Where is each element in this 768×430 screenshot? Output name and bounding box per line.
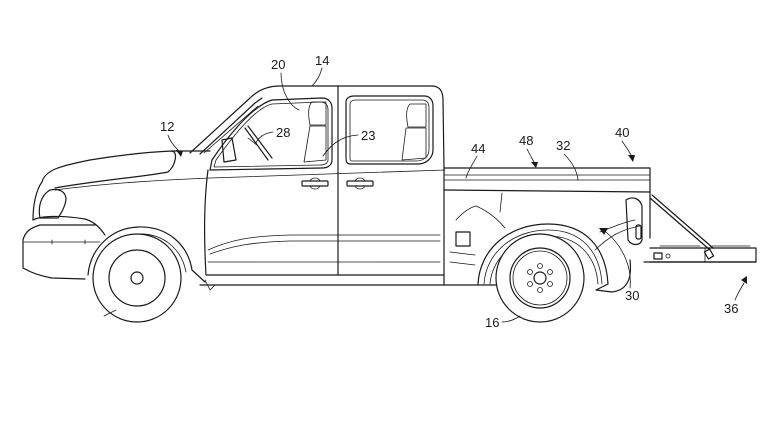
tailgate-strut xyxy=(649,197,711,251)
label-14: 14 xyxy=(315,53,329,68)
beltline xyxy=(54,169,446,191)
headlight xyxy=(38,188,67,219)
front-wheel-arch xyxy=(87,226,206,283)
reference-labels: 14 20 12 28 23 44 48 32 40 30 36 16 xyxy=(160,53,747,330)
front-door-window xyxy=(209,97,333,171)
tail-light xyxy=(625,197,643,246)
front-door xyxy=(204,169,445,276)
label-28: 28 xyxy=(276,125,290,140)
bed-side-panel xyxy=(455,205,506,229)
label-23: 23 xyxy=(361,128,375,143)
truck-body xyxy=(22,85,757,323)
hood xyxy=(41,150,177,189)
rear-wheel-arch xyxy=(477,223,609,285)
front-wheel xyxy=(92,233,182,323)
rear-seat-headrest xyxy=(406,103,427,128)
front-door-handle xyxy=(301,177,329,190)
label-20: 20 xyxy=(271,57,285,72)
rear-door-handle xyxy=(346,177,374,190)
label-44: 44 xyxy=(471,141,485,156)
rear-wheel xyxy=(495,233,585,323)
label-48: 48 xyxy=(519,133,533,148)
cab-roof-line xyxy=(189,85,445,169)
label-36: 36 xyxy=(724,301,738,316)
trailer-hitch xyxy=(653,252,663,260)
label-16: 16 xyxy=(485,315,499,330)
steering-wheel xyxy=(247,125,273,159)
front-seat-headrest xyxy=(308,101,327,126)
front-bumper xyxy=(22,239,86,280)
label-30: 30 xyxy=(625,288,639,303)
body-character-line xyxy=(207,234,441,251)
label-32: 32 xyxy=(556,138,570,153)
lug-nuts xyxy=(527,263,553,293)
fuel-door xyxy=(455,231,471,247)
bed-top-rail xyxy=(443,167,651,239)
bed-side-rail xyxy=(443,189,651,193)
rear-door-window xyxy=(345,95,434,165)
front-bumper-top xyxy=(32,215,106,236)
label-12: 12 xyxy=(160,119,174,134)
label-40: 40 xyxy=(615,125,629,140)
rear-fender xyxy=(595,259,632,293)
side-mirror xyxy=(221,137,237,163)
